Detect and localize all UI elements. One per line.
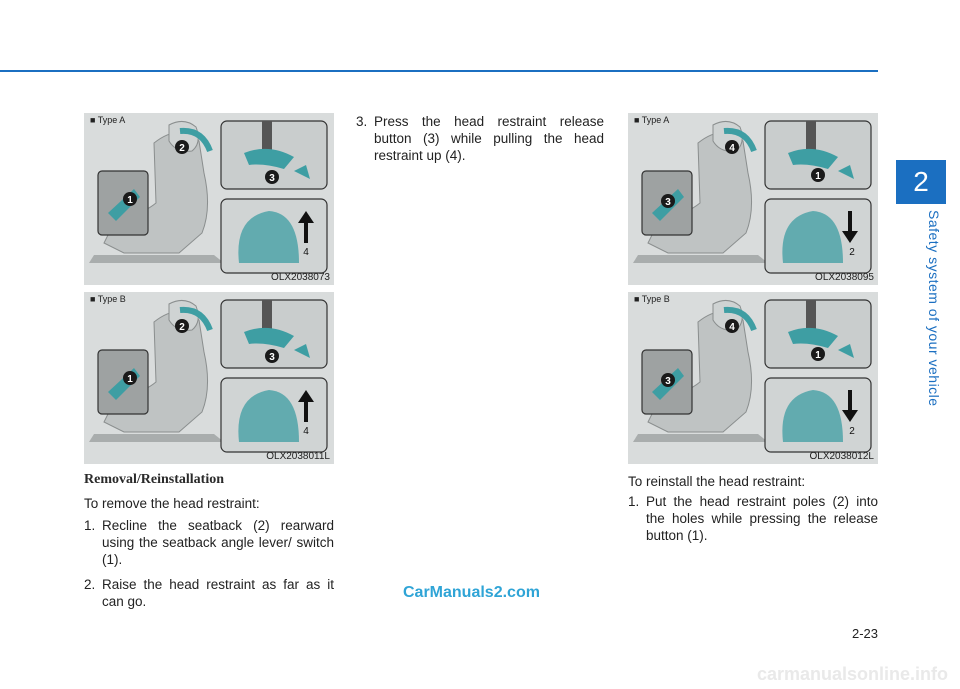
callout-number: 4 bbox=[303, 247, 309, 258]
callout-3: 3 bbox=[661, 194, 675, 208]
rotate-arrow bbox=[179, 306, 213, 332]
figure-code: OLX2038073 bbox=[271, 272, 330, 283]
removal-steps-left: 1. Recline the seatback (2) rearward usi… bbox=[84, 517, 334, 618]
watermark-link[interactable]: CarManuals2.com bbox=[403, 584, 540, 601]
figure-code: OLX2038095 bbox=[815, 272, 874, 283]
section-heading: Removal/Reinstallation bbox=[84, 472, 224, 487]
callout-number: 2 bbox=[849, 247, 855, 258]
figure-code: OLX2038012L bbox=[809, 451, 874, 462]
callout-number: 2 bbox=[849, 426, 855, 437]
list-item: 1. Put the head restraint poles (2) into… bbox=[628, 494, 878, 543]
reinstall-intro: To reinstall the head restraint: bbox=[628, 474, 806, 489]
svg-text:3: 3 bbox=[665, 197, 671, 208]
lever-inset bbox=[97, 349, 149, 415]
svg-text:3: 3 bbox=[665, 376, 671, 387]
header-rule bbox=[0, 70, 878, 72]
svg-text:2: 2 bbox=[179, 322, 185, 333]
rotate-arrow bbox=[723, 306, 757, 332]
figure-type-b-removal: 2 3 1 4 ■ Type B OLX2038011L bbox=[84, 292, 334, 464]
list-item: 1. Recline the seatback (2) rearward usi… bbox=[84, 518, 334, 567]
removal-intro: To remove the head restraint: bbox=[84, 496, 260, 511]
headrest-panel bbox=[220, 198, 328, 274]
rotate-arrow bbox=[723, 127, 757, 153]
svg-text:1: 1 bbox=[127, 374, 133, 385]
callout-number: 4 bbox=[303, 426, 309, 437]
svg-text:1: 1 bbox=[815, 350, 821, 361]
figure-type-a-reinstall: 4 1 3 2 ■ Type A OLX2038095 bbox=[628, 113, 878, 285]
release-button-panel bbox=[220, 120, 328, 190]
svg-text:3: 3 bbox=[269, 173, 275, 184]
arrow-down-icon bbox=[842, 211, 858, 243]
page-number: 2-23 bbox=[851, 626, 878, 641]
seat-illustration: 4 1 3 2 bbox=[633, 120, 872, 274]
arrow-up-icon bbox=[298, 211, 314, 243]
callout-2: 2 bbox=[175, 319, 189, 333]
headrest-panel bbox=[220, 377, 328, 453]
arrow-up-icon bbox=[298, 390, 314, 422]
callout-1: 1 bbox=[811, 168, 825, 182]
figure-type-label: ■ Type B bbox=[634, 294, 670, 304]
figure-type-a-removal: 2 3 1 4 ■ Type A OLX2038073 bbox=[84, 113, 334, 285]
svg-text:3: 3 bbox=[269, 352, 275, 363]
seat-illustration: 2 3 1 4 bbox=[89, 120, 328, 274]
callout-4: 4 bbox=[725, 319, 739, 333]
arrow-down-icon bbox=[842, 390, 858, 422]
seat-illustration: 4 1 3 2 bbox=[633, 299, 872, 453]
svg-text:4: 4 bbox=[729, 322, 735, 333]
figure-code: OLX2038011L bbox=[266, 451, 330, 462]
callout-1: 1 bbox=[811, 347, 825, 361]
figure-type-label: ■ Type B bbox=[90, 294, 126, 304]
figure-type-label: ■ Type A bbox=[634, 115, 670, 125]
callout-3: 3 bbox=[265, 349, 279, 363]
svg-text:1: 1 bbox=[815, 171, 821, 182]
release-button-panel bbox=[220, 299, 328, 369]
callout-3: 3 bbox=[661, 373, 675, 387]
headrest-panel bbox=[764, 377, 872, 453]
headrest-panel bbox=[764, 198, 872, 274]
release-button-panel bbox=[764, 120, 872, 190]
callout-3: 3 bbox=[265, 170, 279, 184]
footer-watermark: carmanualsonline.info bbox=[756, 664, 948, 684]
callout-2: 2 bbox=[175, 140, 189, 154]
figure-type-b-reinstall: 4 1 3 2 ■ Type B OLX2038012L bbox=[628, 292, 878, 464]
callout-4: 4 bbox=[725, 140, 739, 154]
release-button-panel bbox=[764, 299, 872, 369]
list-item: 2. Raise the head restraint as far as it… bbox=[84, 577, 334, 609]
callout-1: 1 bbox=[123, 192, 137, 206]
lever-inset bbox=[97, 170, 149, 236]
figure-type-label: ■ Type A bbox=[90, 115, 126, 125]
chapter-title-vertical: Safety system of your vehicle bbox=[926, 210, 942, 407]
reinstall-steps: 1. Put the head restraint poles (2) into… bbox=[628, 493, 878, 552]
seat-illustration: 2 3 1 4 bbox=[89, 299, 328, 453]
svg-text:2: 2 bbox=[179, 143, 185, 154]
chapter-number-tab: 2 bbox=[896, 160, 946, 204]
rotate-arrow bbox=[179, 127, 213, 153]
callout-1: 1 bbox=[123, 371, 137, 385]
svg-text:1: 1 bbox=[127, 195, 133, 206]
removal-steps-middle: 3. Press the head restraint release butt… bbox=[356, 113, 604, 172]
svg-text:4: 4 bbox=[729, 143, 735, 154]
list-item: 3. Press the head restraint release butt… bbox=[356, 114, 604, 163]
